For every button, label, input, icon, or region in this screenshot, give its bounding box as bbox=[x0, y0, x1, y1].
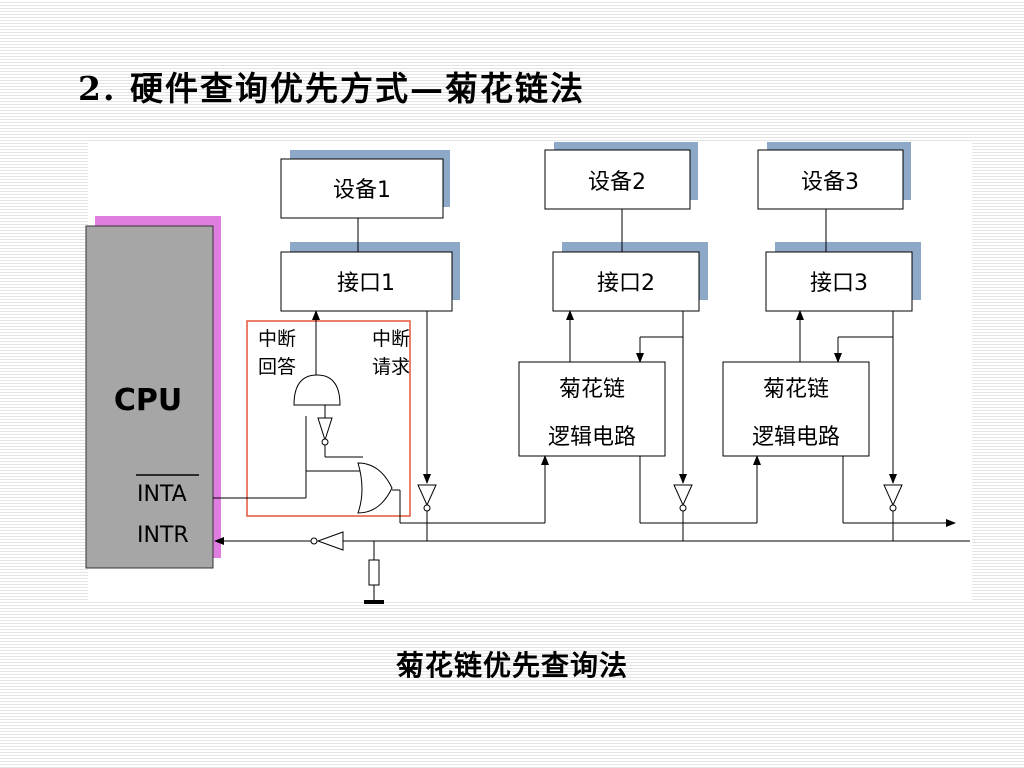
daisy-chain-logic-1: 菊花链 逻辑电路 bbox=[518, 361, 666, 457]
daisy-chain-logic-2: 菊花链 逻辑电路 bbox=[722, 361, 870, 457]
device-2-label: 设备2 bbox=[588, 170, 646, 195]
interface-box-1: 接口1 bbox=[280, 242, 460, 312]
chain-1-line1: 菊花链 bbox=[559, 377, 625, 402]
inverter-gate-vertical bbox=[317, 417, 333, 446]
interface-box-3: 接口3 bbox=[765, 242, 921, 312]
chain-2-line2: 逻辑电路 bbox=[752, 425, 840, 450]
interface-2-label: 接口2 bbox=[597, 271, 655, 296]
cpu-label: CPU bbox=[114, 383, 182, 418]
page-title: 2. 硬件查询优先方式—菊花链法 bbox=[78, 69, 585, 108]
interface-1-label: 接口1 bbox=[337, 271, 395, 296]
int-ack-line2: 回答 bbox=[258, 356, 296, 378]
chain-2-line1: 菊花链 bbox=[763, 377, 829, 402]
pull-up-resistor bbox=[364, 559, 384, 604]
buffer-gate-2 bbox=[673, 484, 693, 512]
and-gate bbox=[293, 374, 341, 406]
device-box-2: 设备2 bbox=[544, 142, 698, 210]
buffer-gate-1 bbox=[417, 484, 437, 512]
or-gate bbox=[357, 462, 393, 514]
cpu-block: CPU INTA INTR bbox=[85, 216, 221, 569]
intr-inverter-gate bbox=[310, 531, 344, 551]
int-req-line2: 请求 bbox=[372, 356, 410, 378]
logic-highlight-frame bbox=[246, 320, 411, 517]
figure-caption: 菊花链优先查询法 bbox=[395, 649, 628, 682]
int-req-line1: 中断 bbox=[372, 328, 410, 350]
device-1-label: 设备1 bbox=[333, 178, 391, 203]
interface-box-2: 接口2 bbox=[552, 242, 708, 312]
inta-label: INTA bbox=[137, 482, 187, 507]
device-3-label: 设备3 bbox=[801, 170, 859, 195]
buffer-gate-3 bbox=[883, 484, 903, 512]
device-box-1: 设备1 bbox=[280, 150, 450, 219]
interface-3-label: 接口3 bbox=[810, 271, 868, 296]
device-box-3: 设备3 bbox=[757, 142, 911, 210]
int-ack-line1: 中断 bbox=[258, 328, 296, 350]
intr-label: INTR bbox=[137, 523, 189, 548]
chain-1-line2: 逻辑电路 bbox=[548, 425, 636, 450]
